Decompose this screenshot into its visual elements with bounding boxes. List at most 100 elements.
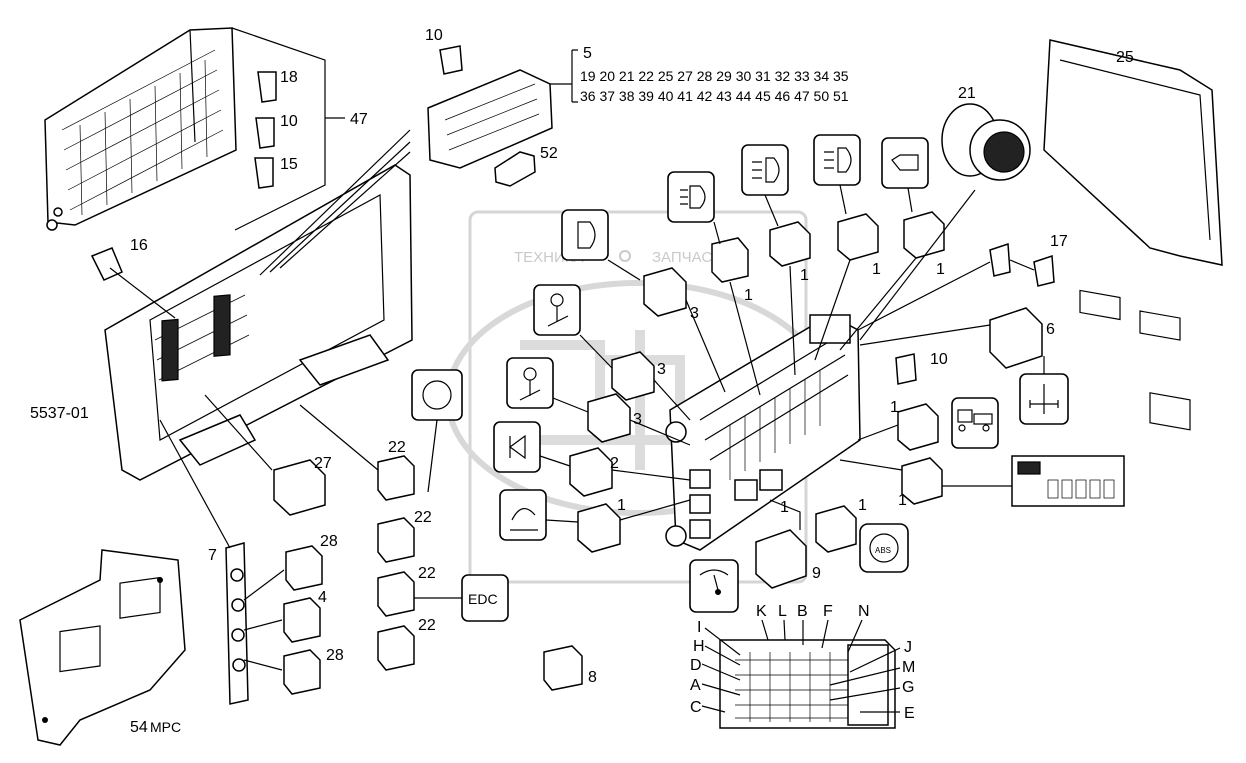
label-1-top-c: 1: [872, 261, 881, 278]
central-fuse-box: [665, 314, 861, 551]
panel-frame: [104, 129, 413, 481]
fuse-label-H: H: [693, 638, 705, 655]
symbol-key-a: [533, 284, 613, 369]
label-18: 18: [280, 69, 298, 86]
symbol-abs: ABS: [859, 523, 909, 573]
label-22-d: 22: [418, 617, 436, 634]
fuse-label-K: K: [756, 603, 767, 620]
symbol-axle: [1019, 356, 1069, 425]
switch-16: 16: [90, 237, 176, 319]
label-10-left: 10: [280, 113, 298, 130]
fuse-label-D: D: [690, 657, 702, 674]
fuse-label-E: E: [904, 705, 915, 722]
connector-block-5: 5 19 20 21 22 25 27 28 29 30 31 32 33 34…: [427, 45, 849, 169]
connector-list-row2: 36 37 38 39 40 41 42 43 44 45 46 47 50 5…: [580, 88, 849, 104]
label-7: 7: [208, 547, 217, 564]
fuse-label-G: G: [902, 679, 914, 696]
symbol-hazard: [493, 421, 571, 473]
connector-21: 21: [859, 85, 1031, 341]
relay-1-right-b: 1: [839, 457, 1012, 509]
fuse-label-F: F: [823, 603, 833, 620]
relay-4: 4: [243, 589, 327, 643]
symbol-headlamp-a: [561, 209, 641, 281]
relay-8: 8: [543, 645, 597, 691]
fuse-label-N: N: [858, 603, 870, 620]
symbol-wiper: [499, 489, 579, 541]
edc-box: EDC: [461, 574, 509, 622]
relay-1-left: 1: [577, 497, 691, 553]
label-1-center: 1: [780, 499, 789, 516]
fuse-label-B: B: [797, 603, 808, 620]
fuse-label-J: J: [904, 639, 912, 656]
relay-1-center-callout: 1: [769, 499, 801, 530]
label-8: 8: [588, 669, 597, 686]
fuse-letter-labels: K L B F N I H D A C J M G E: [690, 603, 915, 722]
fuse-relay-panel: [44, 27, 237, 231]
label-3-mid: 3: [657, 361, 666, 378]
label-3-top: 3: [690, 305, 699, 322]
relay-3-low: 3: [587, 393, 691, 446]
fuse-label-A: A: [690, 677, 701, 694]
label-1-left: 1: [617, 497, 626, 514]
relay-22-c: 22: [377, 565, 462, 617]
symbol-key-b: [506, 357, 589, 413]
relay-28-top: 28: [243, 533, 338, 601]
clip-52: 52: [494, 145, 558, 187]
label-54-suffix: MPC: [150, 719, 181, 735]
indicator-panel: [1011, 455, 1125, 507]
fuse-label-I: I: [697, 619, 701, 636]
label-6: 6: [1046, 321, 1055, 338]
fuse-label-M: M: [902, 659, 915, 676]
edc-label: EDC: [468, 591, 498, 607]
relay-1-top-a: 1: [711, 237, 761, 396]
label-1-top-d: 1: [936, 261, 945, 278]
bracket-25: 25: [1043, 39, 1223, 431]
diagram-code: 5537-01: [30, 405, 89, 422]
relay-22-a: 22: [299, 404, 415, 501]
fuse-label-C: C: [690, 699, 702, 716]
label-22-c: 22: [418, 565, 436, 582]
symbol-foglamp-c: [741, 144, 789, 227]
symbol-foglamp-b: [667, 171, 721, 245]
label-27: 27: [314, 455, 332, 472]
label-47: 47: [350, 111, 368, 128]
label-3-low: 3: [633, 411, 642, 428]
relay-6: 6: [859, 307, 1055, 369]
circle-switch-symbol: [411, 369, 463, 493]
label-16: 16: [130, 237, 148, 254]
relay-22-d: 22: [377, 617, 436, 671]
relay-3-top: 3: [643, 267, 726, 393]
small-fuse-group: 18 10 15: [254, 69, 298, 189]
relay-1-top-c: 1: [814, 213, 881, 361]
relay-1-bottom: 1: [815, 497, 867, 553]
svg-text:ABS: ABS: [875, 546, 891, 555]
relay-3-mid: 3: [611, 351, 691, 421]
fuse-10-top: 10: [425, 27, 463, 75]
label-1-bottom: 1: [858, 497, 867, 514]
label-9: 9: [812, 565, 821, 582]
label-1-top-b: 1: [800, 267, 809, 284]
label-28-bottom: 28: [326, 647, 344, 664]
symbol-gauge: [689, 559, 739, 613]
label-21: 21: [958, 85, 976, 102]
symbol-foglamp-d: [813, 134, 861, 215]
label-15: 15: [280, 156, 298, 173]
label-10-top: 10: [425, 27, 443, 44]
fuse-board: [719, 639, 896, 729]
switch-17: 17: [857, 233, 1068, 331]
label-22-b: 22: [414, 509, 432, 526]
relay-2: 2: [569, 447, 691, 497]
label-54: 54: [130, 719, 148, 736]
label-1-right-a: 1: [890, 399, 899, 416]
label-17: 17: [1050, 233, 1068, 250]
label-22-a: 22: [388, 439, 406, 456]
relay-1-top-b: 1: [769, 221, 811, 376]
label-10-right: 10: [930, 351, 948, 368]
connector-list-row1: 19 20 21 22 25 27 28 29 30 31 32 33 34 3…: [580, 68, 849, 84]
mounting-plate-54: 54 MPC: [19, 549, 186, 746]
label-5: 5: [583, 45, 592, 62]
relay-strip-7: 7: [159, 419, 249, 705]
relay-1-right-a: 1: [857, 399, 939, 451]
